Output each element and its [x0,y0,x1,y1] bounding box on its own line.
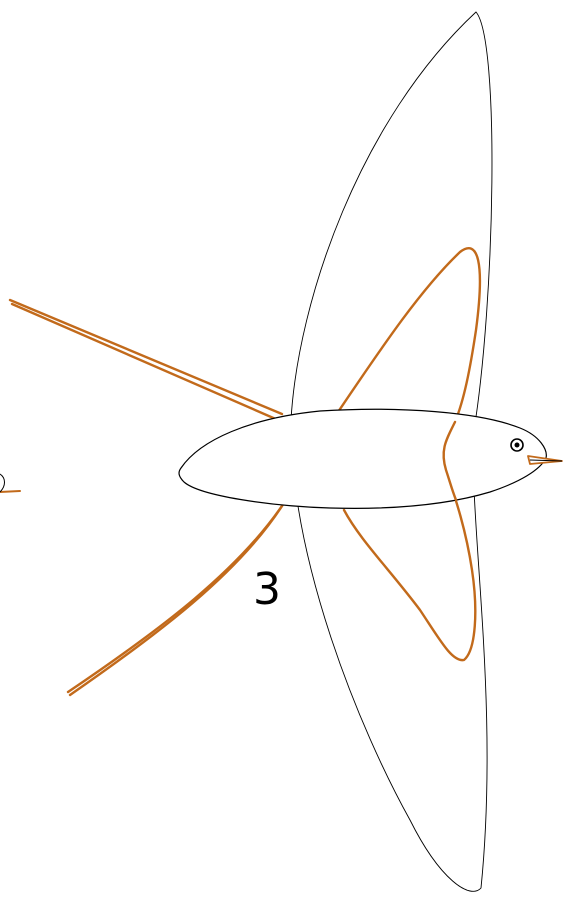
swallow-body [179,409,546,508]
bird-eye-icon [511,439,523,451]
partial-bird-beak-icon [0,474,20,492]
tail-streamer-upper-inner [12,304,278,420]
tail-streamer-lower-inner [70,506,282,695]
tail-streamer-upper [10,300,282,414]
step-number-label: 3 [253,564,281,615]
